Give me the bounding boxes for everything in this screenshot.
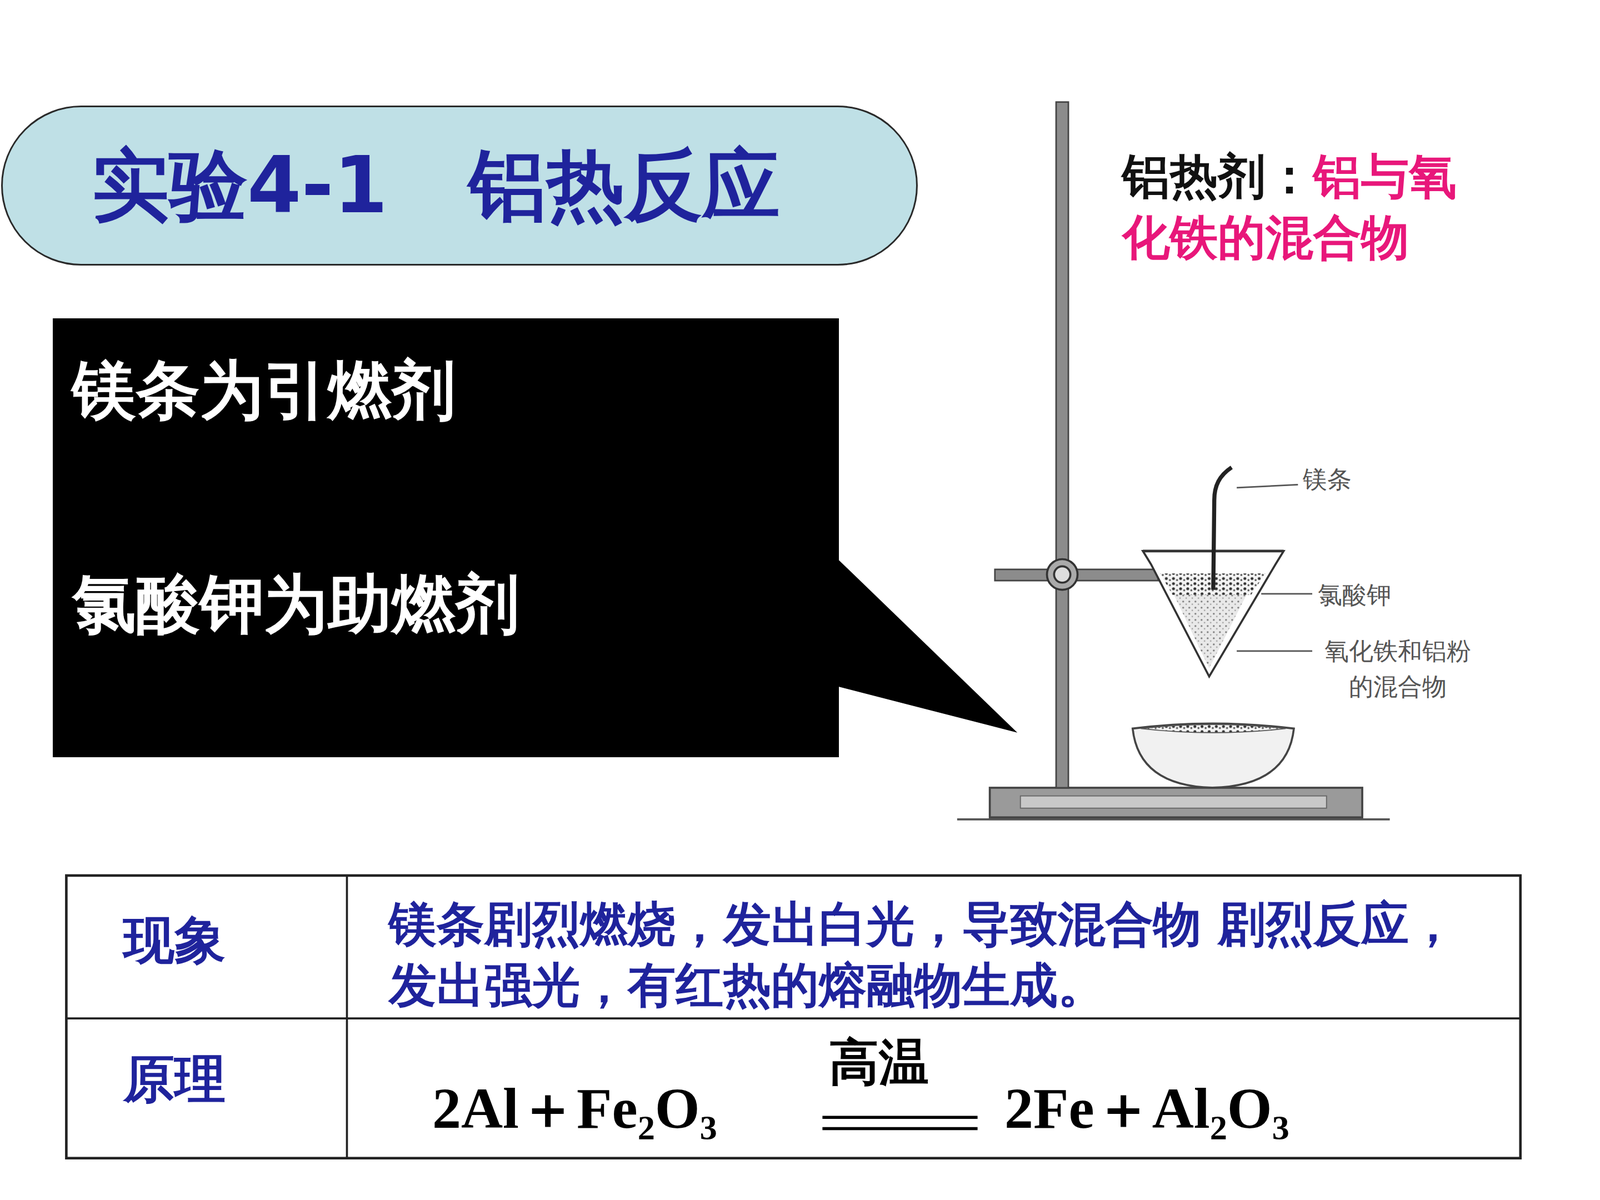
equation-products: 2Fe＋Al₂O₃ (1004, 1075, 1290, 1142)
table-cell: 镁条剧烈燃烧，发出白光，导致混合物 剧烈反应，发出强光，有红热的熔融物生成。 (388, 893, 1500, 1016)
title-text: 实验4-1 铝热反应 (91, 142, 780, 229)
stand-rod (1056, 102, 1069, 788)
callout-text: 氯酸钾为助燃剂 (72, 565, 520, 643)
magnesium-strip (1213, 467, 1232, 590)
callout-pointer (834, 556, 1018, 733)
callout-box: 镁条为引燃剂氯酸钾为助燃剂 (52, 318, 839, 758)
clamp-boss (1046, 559, 1078, 590)
note-block: 铝热剂：铝与氧化铁的混合物 (1122, 145, 1484, 268)
part-label: 氧化铁和铝粉 的混合物 (1314, 633, 1482, 705)
table-rule (66, 1017, 1520, 1020)
part-label: 氯酸钾 (1317, 581, 1392, 610)
bench-line (957, 818, 1390, 821)
thermite-mixture (1173, 593, 1247, 669)
clamp-screw (1053, 566, 1070, 583)
callout-text: 镁条为引燃剂 (72, 351, 456, 429)
stand-base-top (1020, 796, 1327, 809)
equation-reactants: 2Al＋Fe₂O₃ (432, 1075, 718, 1142)
sand (1140, 724, 1286, 733)
note-term: 铝热剂： (1122, 148, 1314, 204)
table-border (66, 875, 1520, 1159)
leader-line (1261, 593, 1313, 595)
title-pill: 实验4-1 铝热反应 (1, 105, 918, 266)
leader-line (1236, 484, 1298, 488)
part-label: 镁条 (1302, 465, 1352, 494)
table-header: 原理 (123, 1050, 226, 1109)
table-header: 现象 (123, 911, 226, 970)
evaporating-dish (1132, 723, 1294, 788)
stand-base (990, 787, 1363, 818)
reaction-condition: 高温 (828, 1033, 929, 1092)
equals-line (822, 1127, 978, 1131)
equals-line (822, 1115, 978, 1119)
leader-line (1236, 650, 1313, 652)
table-rule (346, 875, 349, 1159)
